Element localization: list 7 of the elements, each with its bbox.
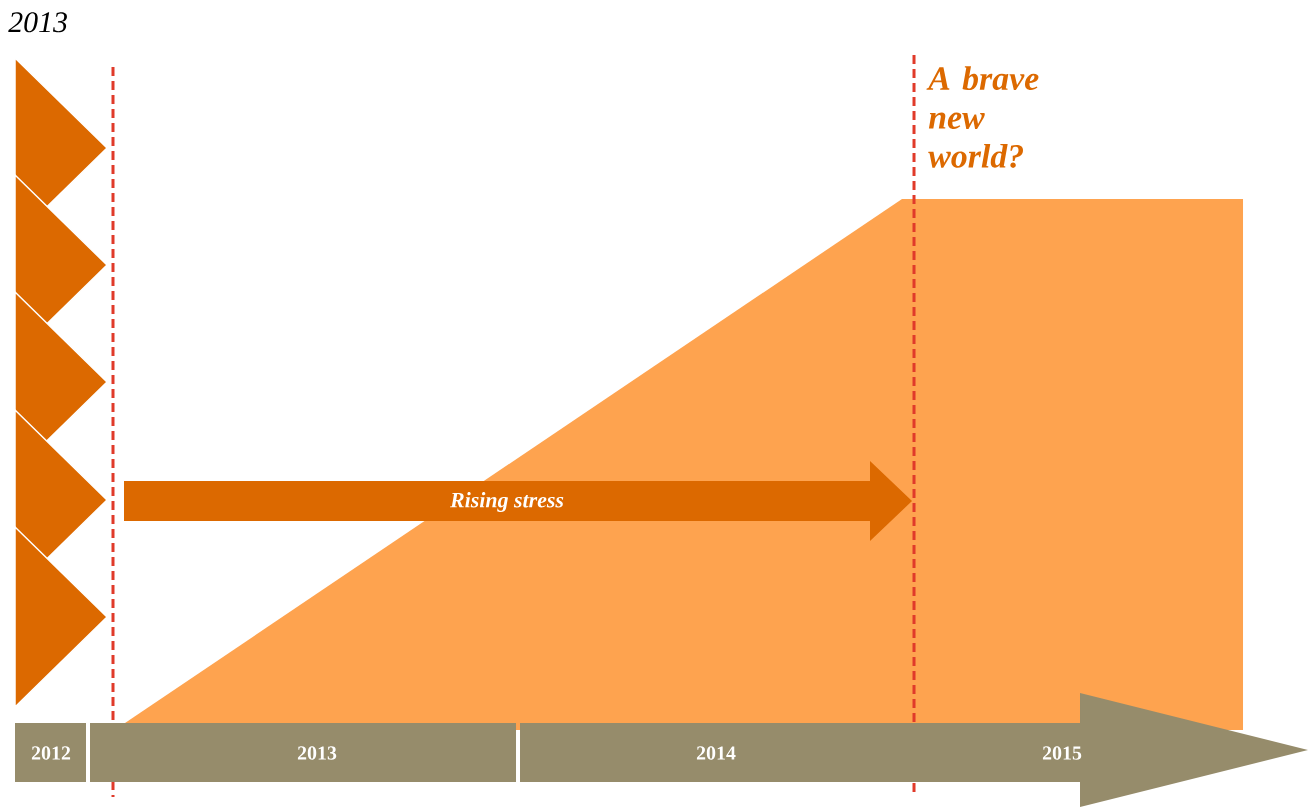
- timeline-band: 2014: [520, 723, 913, 782]
- callout-text: A brave new world?: [926, 66, 1039, 168]
- heading: 2013: [8, 12, 67, 33]
- node-label: 2015: [1042, 746, 1082, 760]
- timeline-band: 2012: [15, 723, 86, 782]
- timeline-band: 2013: [90, 723, 516, 782]
- node-label: 2014: [696, 746, 736, 760]
